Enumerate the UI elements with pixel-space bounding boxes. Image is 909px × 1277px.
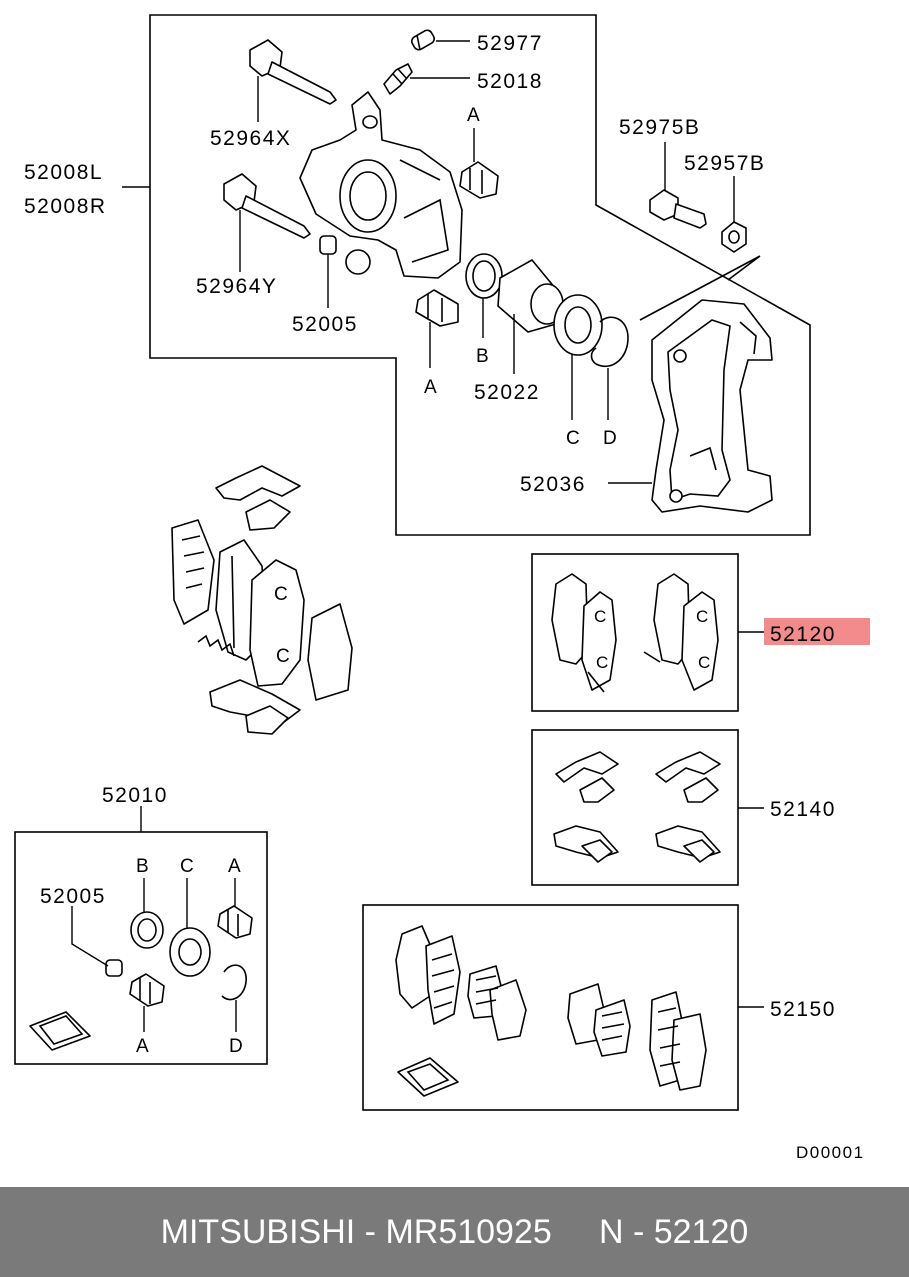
kit-bushing-part: [105, 959, 123, 977]
svg-text:C: C: [698, 653, 712, 672]
label-52975b[interactable]: 52975B: [619, 116, 700, 139]
label-52150[interactable]: 52150: [770, 998, 836, 1021]
label-52010[interactable]: 52010: [102, 784, 168, 807]
boot-a-top-part: [459, 161, 499, 199]
kit-seal-b-part: [130, 911, 164, 949]
label-52140[interactable]: 52140: [770, 798, 836, 821]
label-52036[interactable]: 52036: [520, 473, 586, 496]
kit-ring-d-part: [221, 964, 247, 1001]
clip-set: [553, 751, 721, 863]
guide-bolt-x-part: [249, 39, 337, 105]
leader-52005-kit: [71, 906, 109, 967]
svg-text:C: C: [696, 607, 710, 626]
letter-a-kit-bottom[interactable]: A: [136, 1036, 150, 1057]
pad-set-left: C C: [551, 573, 617, 693]
bracket-guide-lines: [639, 255, 761, 321]
parts-diagram: 52008L 52008R 52977 52018 52964X 52964Y …: [14, 14, 870, 1162]
letter-a-mid[interactable]: A: [424, 377, 438, 398]
svg-text:C: C: [594, 607, 608, 626]
letter-c-mid[interactable]: C: [566, 428, 581, 449]
letter-b-mid[interactable]: B: [476, 346, 490, 367]
label-52005-top[interactable]: 52005: [292, 313, 358, 336]
piston-part: [497, 259, 564, 333]
boot-ring-part: [590, 316, 629, 367]
footer-bar: MITSUBISHI - MR510925 N - 52120: [0, 1187, 909, 1277]
footer-title: MITSUBISHI - MR510925 N - 52120: [160, 1212, 749, 1251]
diagram-code: D00001: [796, 1143, 865, 1162]
svg-text:C: C: [274, 584, 289, 605]
letter-d-kit[interactable]: D: [229, 1036, 244, 1057]
caliper-support-part: [651, 299, 773, 513]
piston-boot-part: [553, 294, 603, 356]
guide-bolt-y-part: [223, 173, 311, 239]
svg-text:C: C: [276, 646, 291, 667]
letter-b-kit[interactable]: B: [136, 856, 150, 877]
label-52018[interactable]: 52018: [477, 70, 543, 93]
kit-boot-a-top-part: [217, 905, 253, 939]
label-52005-kit[interactable]: 52005: [40, 885, 106, 908]
caliper-body-part: [299, 91, 463, 279]
bushing-part: [319, 235, 337, 255]
letter-a-kit-top[interactable]: A: [228, 856, 242, 877]
label-52964y[interactable]: 52964Y: [196, 275, 277, 298]
highlight-52120: [764, 618, 870, 645]
label-52008r[interactable]: 52008R: [24, 195, 107, 218]
clip-kit-box: [531, 729, 739, 886]
letter-c-kit[interactable]: C: [180, 856, 195, 877]
caliper-assembly-frame: [149, 14, 811, 536]
label-52977[interactable]: 52977: [477, 32, 543, 55]
kit-grease-packet: [29, 1011, 91, 1051]
label-52964x[interactable]: 52964X: [210, 127, 291, 150]
bleeder-cap-part: [411, 29, 435, 51]
letter-d-mid[interactable]: D: [603, 428, 618, 449]
bracket-bolt-part: [649, 189, 707, 229]
label-52957b[interactable]: 52957B: [684, 152, 765, 175]
kit-boot-a-bottom-part: [129, 973, 165, 1007]
bracket-nut-part: [721, 221, 747, 253]
boot-a-mid-part: [415, 289, 459, 327]
kit-boot-c-part: [169, 927, 211, 977]
bleeder-screw-part: [383, 63, 413, 95]
piston-seal-part: [465, 253, 503, 299]
pad-set-right: C C: [643, 573, 719, 691]
shim-set: [395, 925, 707, 1097]
pad-clip-exploded-group: C C: [171, 465, 353, 735]
svg-text:C: C: [596, 653, 610, 672]
label-52120[interactable]: 52120: [770, 623, 836, 646]
label-52008l[interactable]: 52008L: [24, 161, 103, 184]
letter-a-top[interactable]: A: [467, 105, 481, 126]
label-52022[interactable]: 52022: [474, 381, 540, 404]
